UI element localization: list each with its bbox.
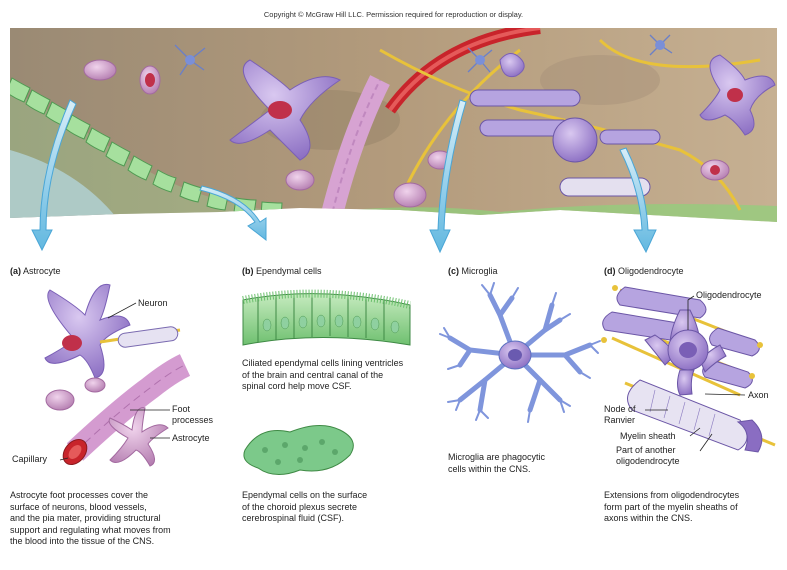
label-axon: Axon — [748, 390, 769, 400]
caption-line: the blood into the tissue of the CNS. — [10, 536, 155, 546]
caption-line: axons within the CNS. — [604, 513, 693, 523]
label-myelin-sheath: Myelin sheath — [620, 431, 676, 441]
oligodendrocyte-leader-lines — [645, 295, 746, 452]
caption-line: Microglia are phagocytic — [448, 452, 546, 462]
caption-line: form part of the myelin sheaths of — [604, 501, 738, 512]
label-foot-processes-line1: Foot — [172, 404, 191, 414]
caption-line: Extensions from oligodendrocytes — [604, 490, 740, 500]
caption-line: of the choroid plexus secrete — [242, 501, 358, 512]
panel-b-letter: (b) — [242, 266, 254, 276]
caption-line: spinal cord help move CSF. — [242, 381, 352, 391]
panel-b-caption-ciliated: Ciliated ependymal cells lining ventricl… — [242, 358, 403, 393]
panel-d-heading: (d) Oligodendrocyte — [604, 266, 684, 276]
caption-line: and the pia mater, providing structural — [10, 513, 161, 523]
label-capillary: Capillary — [12, 454, 48, 464]
panel-c-title: Microglia — [461, 266, 498, 276]
label-neuron: Neuron — [138, 298, 168, 308]
banner-tissue-scene — [10, 28, 777, 222]
caption-line: cerebrospinal fluid (CSF). — [242, 513, 345, 523]
astrocyte-illustration — [44, 283, 191, 467]
caption-line: Astrocyte foot processes cover the — [10, 490, 149, 500]
panel-a-heading: (a) Astrocyte — [10, 266, 61, 276]
panel-a-letter: (a) — [10, 266, 21, 276]
panel-a-title: Astrocyte — [23, 266, 61, 276]
label-node-of-ranvier-line2: Ranvier — [604, 415, 636, 425]
caption-line: support and regulating what moves from — [10, 524, 171, 535]
label-node-of-ranvier-line1: Node of — [604, 404, 636, 414]
copyright-notice: Copyright © McGraw Hill LLC. Permission … — [263, 10, 524, 19]
panel-c-caption: Microglia are phagocytic cells within th… — [448, 452, 545, 475]
ependymal-cells-illustration — [242, 289, 411, 475]
caption-line: of the brain and central canal of the — [242, 369, 384, 380]
pointer-arrows — [31, 99, 657, 254]
panel-a-caption: Astrocyte foot processes cover the surfa… — [10, 490, 171, 548]
panel-b-caption-choroid: Ependymal cells on the surface of the ch… — [242, 490, 367, 525]
caption-line: Ciliated ependymal cells lining ventricl… — [242, 358, 404, 368]
caption-line: cells within the CNS. — [448, 463, 531, 474]
label-foot-processes-line2: processes — [172, 415, 214, 425]
panel-d-title: Oligodendrocyte — [618, 266, 684, 276]
oligodendrocyte-illustration — [601, 285, 776, 453]
label-part-of-another-line1: Part of another — [616, 445, 676, 455]
panel-c-letter: (c) — [448, 266, 459, 276]
label-oligodendrocyte: Oligodendrocyte — [696, 290, 762, 300]
microglia-illustration — [439, 282, 601, 423]
panel-d-letter: (d) — [604, 266, 616, 276]
caption-line: surface of neurons, blood vessels, — [10, 501, 147, 512]
astrocyte-leader-lines — [59, 302, 170, 461]
panel-b-title: Ependymal cells — [256, 266, 322, 276]
caption-line: Ependymal cells on the surface — [242, 490, 368, 500]
label-part-of-another-line2: oligodendrocyte — [616, 456, 680, 466]
panel-c-heading: (c) Microglia — [448, 266, 498, 276]
label-astrocyte: Astrocyte — [172, 433, 210, 443]
panel-b-heading: (b) Ependymal cells — [242, 266, 322, 276]
panel-d-caption: Extensions from oligodendrocytes form pa… — [604, 490, 739, 525]
